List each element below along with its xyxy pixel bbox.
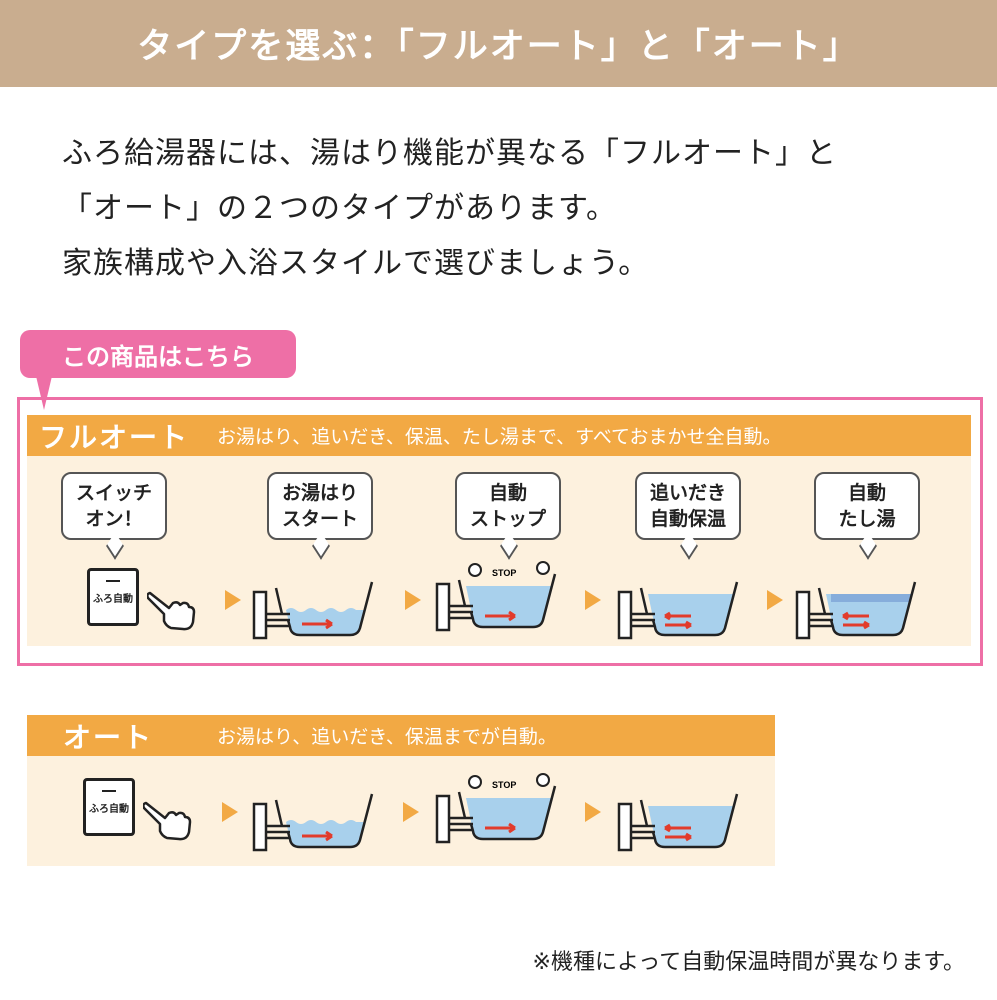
bath-auto-switch: ふろ自動 [83,778,135,836]
switch-label: ふろ自動 [89,804,129,815]
step-arrow-icon [585,590,601,610]
bubble-text: 追いだき [649,482,726,504]
step-bubble: スイッチオン！ [61,472,167,540]
auto-panel: ふろ自動 STOP [27,756,775,866]
bathtub-top-up [795,568,920,644]
step-bubble: 追いだき自動保温 [635,472,741,540]
step-bubble: 自動ストップ [455,472,561,540]
intro-line: 「オート」の２つのタイプがあります。 [62,191,617,226]
switch-label: ふろ自動 [93,594,133,605]
stop-label: STOP [492,780,516,790]
bubble-text: ストップ [469,508,546,530]
full-auto-title: フルオート [39,420,190,454]
intro-line: ふろ給湯器には、湯はり機能が異なる「フルオート」と [62,136,837,171]
bubble-text: 自動 [488,482,527,504]
bubble-text: お湯はり [281,482,358,504]
highlight-frame [17,397,983,666]
bubble-text: たし湯 [838,508,896,530]
bubble-text: スタート [281,508,358,530]
pointing-hand-icon [146,588,197,636]
step-arrow-icon [222,802,238,822]
bubble-text: オン！ [85,508,143,530]
auto-bar: オート お湯はり、追いだき、保温までが自動。 [27,715,775,756]
intro-line: 家族構成や入浴スタイルで選びましょう。 [62,246,650,281]
bathtub-auto-stop: STOP [435,560,560,636]
full-auto-desc: お湯はり、追いだき、保温、たし湯まで、すべておまかせ全自動。 [217,426,782,448]
this-product-tag: この商品はこちら [20,330,296,378]
bathtub-filling [252,780,377,856]
step-arrow-icon [585,802,601,822]
bathtub-auto-stop: STOP [435,772,560,848]
pointing-hand-icon [142,798,193,846]
bathtub-reheat [617,780,742,856]
auto-title: オート [63,720,154,754]
footnote: ※機種によって自動保温時間が異なります。 [532,950,965,975]
bubble-text: 自動保温 [649,508,726,530]
page-title: タイプを選ぶ：「フルオート」と「オート」 [0,0,997,87]
bubble-text: 自動 [847,482,886,504]
step-arrow-icon [767,590,783,610]
step-bubble: お湯はりスタート [267,472,373,540]
stop-label: STOP [492,568,516,578]
full-auto-bar: フルオート お湯はり、追いだき、保温、たし湯まで、すべておまかせ全自動。 [27,415,971,456]
step-arrow-icon [225,590,241,610]
step-arrow-icon [403,802,419,822]
bath-auto-switch: ふろ自動 [87,568,139,626]
bathtub-filling [252,568,377,644]
step-arrow-icon [405,590,421,610]
full-auto-panel: スイッチオン！ お湯はりスタート 自動ストップ 追いだき自動保温 自動たし湯 ふ… [27,456,971,646]
step-bubble: 自動たし湯 [814,472,920,540]
bubble-text: スイッチ [75,482,152,504]
bathtub-reheat [617,568,742,644]
tag-pointer [36,376,52,410]
auto-desc: お湯はり、追いだき、保温までが自動。 [217,726,557,748]
